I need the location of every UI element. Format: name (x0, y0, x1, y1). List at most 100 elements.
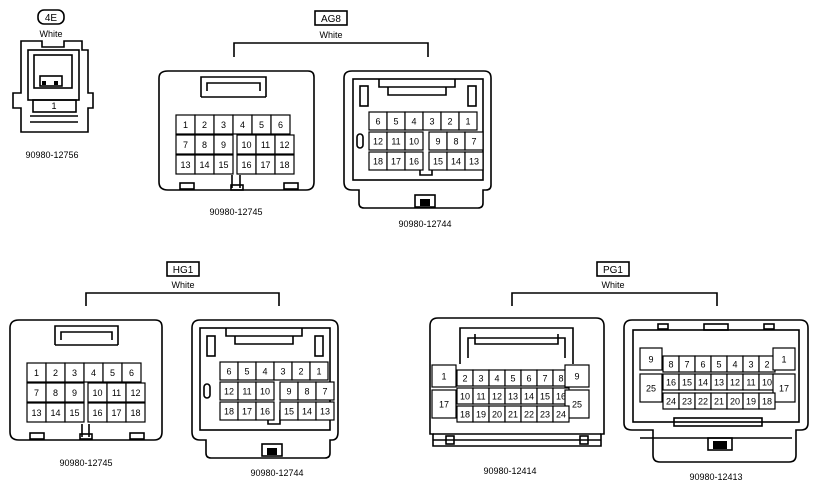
pin-label: 22 (698, 397, 708, 407)
pin-label: 17 (242, 407, 252, 417)
pin-label: 13 (180, 160, 190, 170)
pin-cell: 23 (678, 392, 696, 410)
pin-cell: 1 (175, 114, 196, 135)
pin-label: 9 (286, 387, 291, 397)
part-number: 90980-12413 (689, 472, 742, 482)
pin-label: 3 (221, 120, 226, 130)
pin-cell: 1 (51, 101, 56, 111)
connector-tag-box (314, 10, 348, 26)
pin-label: 4 (494, 374, 499, 384)
pin-cell: 13 (26, 402, 47, 423)
pin-label: 2 (298, 367, 303, 377)
pin-label: 6 (278, 120, 283, 130)
pin-label: 1 (465, 117, 470, 127)
pin-label: 15 (69, 408, 79, 418)
connector-body (9, 319, 163, 441)
pin-label: 21 (508, 410, 518, 420)
pin-label: 6 (526, 374, 531, 384)
pin-label: 1 (316, 367, 321, 377)
pin-cell: 7 (175, 134, 196, 155)
pin-cell: 17 (431, 389, 457, 419)
pin-cell: 7 (536, 369, 554, 387)
connector-tag-box (596, 261, 630, 277)
pin-cell: 14 (45, 402, 66, 423)
pin-cell: 7 (464, 131, 484, 151)
pin-cell: 18 (758, 392, 776, 410)
pin-cell: 4 (255, 361, 275, 381)
pin-label: 20 (492, 410, 502, 420)
connector-tag: PG1 (603, 265, 623, 276)
pin-cell: 15 (678, 373, 696, 391)
pin-label: 20 (730, 397, 740, 407)
pin-cell: 4 (488, 369, 506, 387)
pin-label: 16 (260, 407, 270, 417)
pin-cell: 21 (710, 392, 728, 410)
pin-label: 5 (110, 368, 115, 378)
pin-cell: 8 (662, 355, 680, 373)
pin-cell: 4 (726, 355, 744, 373)
pin-cell: 19 (472, 405, 490, 423)
pin-cell: 17 (386, 151, 406, 171)
connector-color: White (601, 280, 624, 290)
pin-label: 10 (92, 388, 102, 398)
pin-label: 16 (409, 157, 419, 167)
pin-label: 21 (714, 397, 724, 407)
part-number: 90980-12744 (398, 219, 451, 229)
pin-cell: 12 (726, 373, 744, 391)
pin-label: 9 (435, 137, 440, 147)
pin-cell: 18 (219, 401, 239, 421)
pin-cell: 3 (742, 355, 760, 373)
pin-label: 4 (91, 368, 96, 378)
pin-label: 3 (280, 367, 285, 377)
pin-cell: 16 (87, 402, 108, 423)
pin-label: 2 (53, 368, 58, 378)
pin-label: 14 (698, 378, 708, 388)
pin-label: 10 (241, 140, 251, 150)
pin-label: 23 (682, 397, 692, 407)
pin-cell: 2 (456, 369, 474, 387)
pin-cell: 7 (26, 382, 47, 403)
pin-cell: 7 (678, 355, 696, 373)
pin-label: 10 (460, 392, 470, 402)
pin-cell: 6 (219, 361, 239, 381)
pin-cell: 14 (297, 401, 317, 421)
pin-label: 9 (574, 372, 579, 382)
pin-cell: 2 (194, 114, 215, 135)
connector-tag-box (37, 9, 65, 25)
pin-label: 11 (746, 378, 755, 388)
connector-body (12, 40, 94, 133)
pin-cell: 9 (213, 134, 234, 155)
pin-cell: 16 (255, 401, 275, 421)
pin-label: 7 (542, 374, 547, 384)
connector-body (623, 319, 809, 463)
pin-label: 1 (51, 101, 56, 111)
connector-body (158, 70, 315, 191)
pin-label: 1 (441, 372, 446, 382)
pin-label: 6 (226, 367, 231, 377)
pin-label: 8 (202, 140, 207, 150)
pin-label: 1 (781, 355, 786, 365)
pin-cell: 24 (552, 405, 570, 423)
pin-cell: 18 (125, 402, 146, 423)
pin-cell: 15 (428, 151, 448, 171)
pin-label: 18 (224, 407, 234, 417)
connector-group-4e: 4E White 1 90980-12756 (12, 9, 94, 160)
connector-tag: HG1 (173, 265, 194, 276)
pin-cell: 15 (279, 401, 299, 421)
pin-cell: 19 (742, 392, 760, 410)
pin-cell: 16 (404, 151, 424, 171)
pin-label: 4 (411, 117, 416, 127)
pin-label: 16 (666, 378, 676, 388)
pin-label: 8 (668, 360, 673, 370)
connector-color: White (39, 29, 62, 39)
pin-label: 8 (53, 388, 58, 398)
pin-label: 7 (684, 360, 689, 370)
pin-label: 2 (462, 374, 467, 384)
pin-cell: 6 (520, 369, 538, 387)
pin-label: 8 (304, 387, 309, 397)
pin-label: 15 (540, 392, 550, 402)
pin-cell: 18 (274, 154, 295, 175)
pin-label: 18 (279, 160, 289, 170)
